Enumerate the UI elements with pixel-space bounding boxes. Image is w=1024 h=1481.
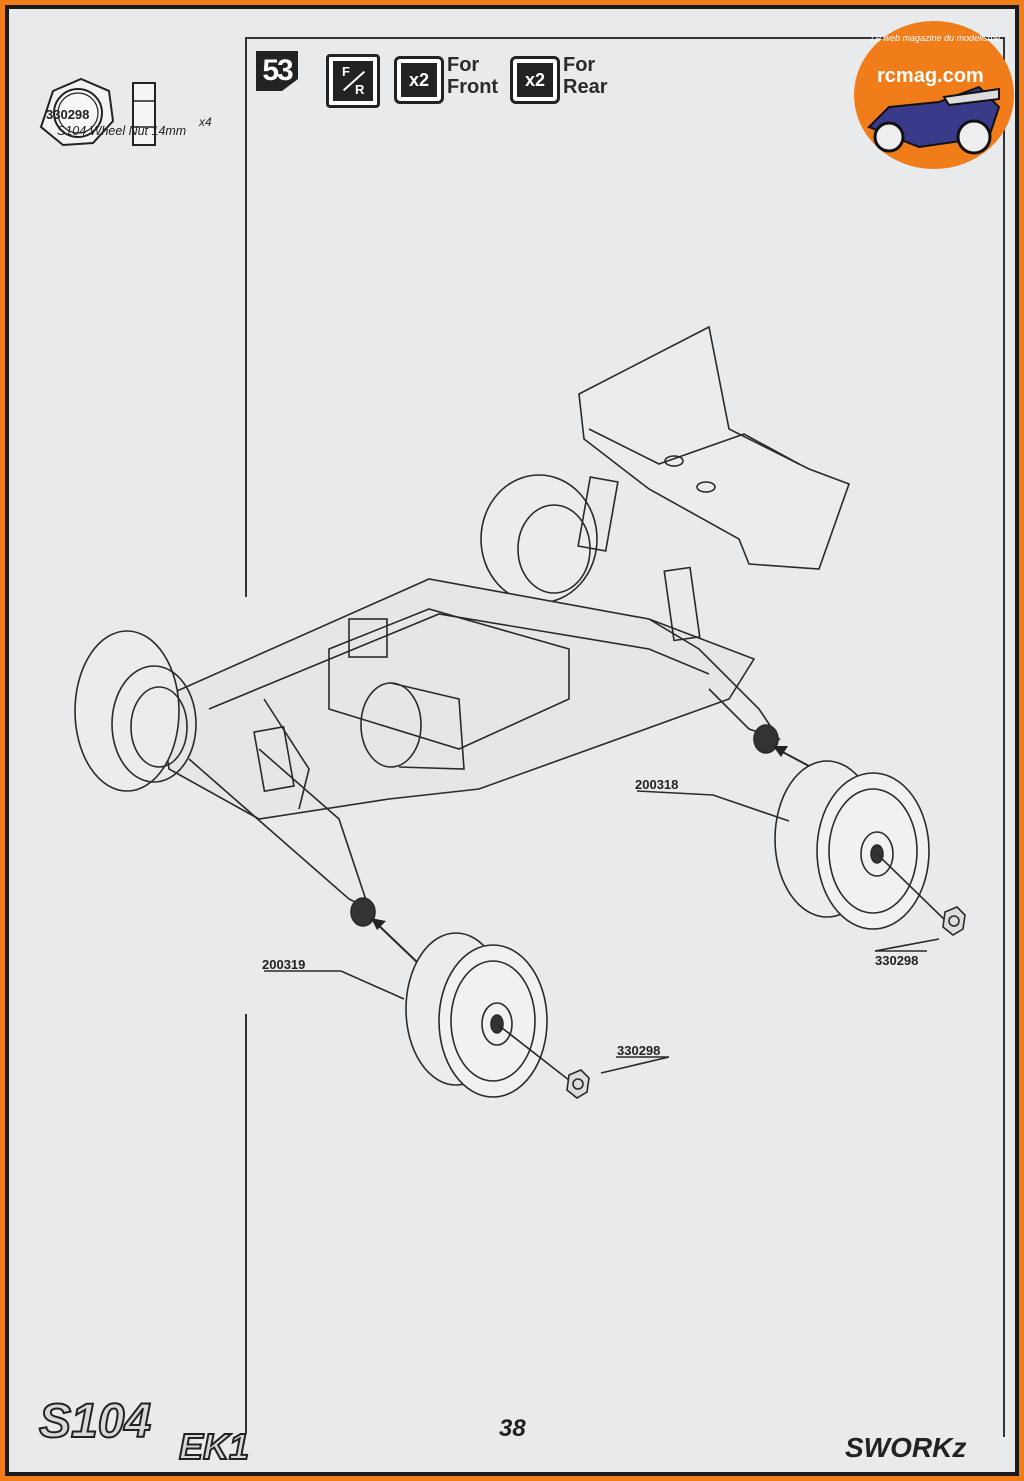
rear-letter: R bbox=[355, 82, 365, 97]
divider-right bbox=[1003, 37, 1005, 1437]
buggy-assembly-drawing bbox=[74, 325, 966, 1099]
svg-text:EK1: EK1 bbox=[179, 1426, 249, 1467]
watermark-tagline: Le web magazine du modelisme bbox=[871, 33, 1001, 43]
part-number: 330298 bbox=[46, 107, 90, 122]
divider-left-top bbox=[245, 37, 247, 597]
front-label: For Front bbox=[447, 54, 499, 98]
callout-front-nut: 330298 bbox=[617, 1043, 661, 1058]
step-number-badge-icon bbox=[256, 51, 298, 91]
page-number: 38 bbox=[499, 1415, 526, 1442]
rear-qty-badge: x2 bbox=[510, 56, 560, 104]
front-qty-badge: x2 bbox=[394, 56, 444, 104]
divider-top bbox=[245, 37, 1005, 39]
svg-text:SWORKz: SWORKz bbox=[845, 1432, 966, 1463]
s104-ek1-logo: S104 EK1 bbox=[38, 1394, 250, 1468]
watermark-site: rcmag.com bbox=[877, 65, 984, 87]
divider-left-bottom bbox=[245, 1014, 247, 1434]
front-letter: F bbox=[342, 64, 350, 79]
callout-front-wheel: 200319 bbox=[262, 957, 306, 972]
front-rear-icon: F R bbox=[326, 54, 380, 108]
callout-rear-nut: 330298 bbox=[875, 953, 919, 968]
step-header: 53 F R x2 For Front x2 For Rear bbox=[244, 44, 664, 108]
manual-page: 330298 S104 Wheel Nut 14mm x4 53 F R x2 … bbox=[9, 9, 1015, 1472]
part-quantity: x4 bbox=[199, 115, 212, 129]
wheel-nut-part-drawing bbox=[39, 77, 156, 147]
svg-text:S104: S104 bbox=[39, 1395, 151, 1448]
step-number: 53 bbox=[262, 54, 293, 87]
sworkz-logo: SWORKz bbox=[845, 1432, 966, 1463]
callout-rear-wheel: 200318 bbox=[635, 777, 679, 792]
rcmag-watermark-logo bbox=[854, 21, 1014, 169]
rear-label: For Rear bbox=[563, 54, 608, 98]
part-name: S104 Wheel Nut 14mm bbox=[57, 124, 187, 138]
